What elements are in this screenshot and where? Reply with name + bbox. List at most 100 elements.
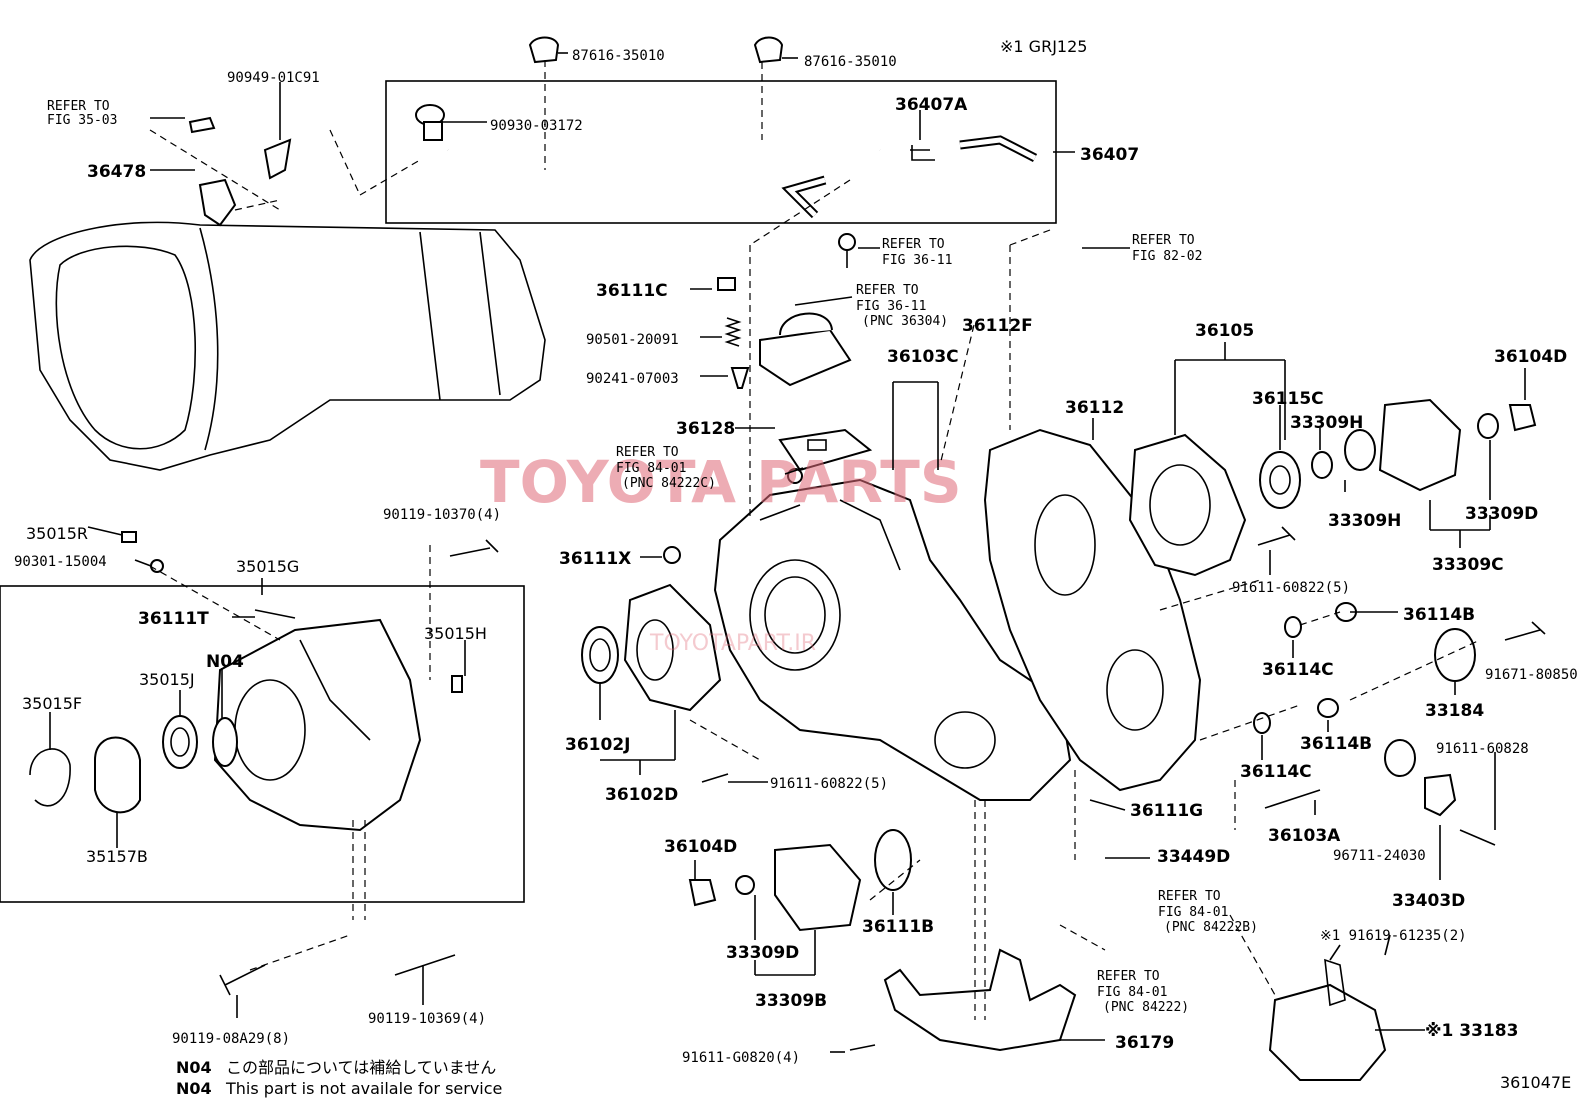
label-p22: 90119-10370(4) — [383, 507, 501, 523]
label-p12: 36103C — [887, 347, 959, 367]
extension-housing — [213, 618, 422, 832]
label-p40: 91611-60822(5) — [770, 776, 888, 792]
note-text-2: This part is not availale for service — [225, 1079, 502, 1098]
label-p56: 91611-G0820(4) — [682, 1050, 800, 1066]
detent-cover — [759, 312, 873, 472]
bracket-36478 — [188, 116, 292, 227]
watermark-subtext: TOYOTAPART.IR — [649, 631, 816, 656]
label-p26: 36111X — [559, 549, 631, 569]
label-p21: 33309C — [1432, 555, 1504, 575]
label-refer-8202-b: FIG 82-02 — [1132, 249, 1202, 264]
rear-cover-36105 — [1128, 433, 1247, 577]
label-p31: 35015J — [139, 670, 195, 689]
label-p13: 36105 — [1195, 321, 1254, 341]
seal-36102j — [581, 626, 619, 684]
watermark-text: TOYOTA PARTS — [480, 448, 962, 516]
label-p41: 36114B — [1300, 734, 1372, 754]
flange-33309 — [1311, 398, 1537, 492]
clip-icon — [528, 36, 784, 64]
label-p6: 36407 — [1080, 145, 1139, 165]
label-p10: 90241-07003 — [586, 371, 679, 387]
label-p30: N04 — [206, 652, 244, 672]
label-p43: 91611-60828 — [1436, 741, 1529, 757]
label-p27: 91611-60822(5) — [1232, 580, 1350, 596]
label-refer-8401b-c: (PNC 84222B) — [1164, 920, 1258, 935]
label-p29: 35015H — [424, 624, 487, 643]
label-refer-8401c-b: FIG 84-01 — [1097, 985, 1167, 1000]
label-refer-8401a-c: (PNC 84222C) — [622, 476, 716, 491]
small-parts-left — [121, 531, 681, 693]
label-p46: 96711-24030 — [1333, 848, 1426, 864]
label-refer-8401c-a: REFER TO — [1097, 969, 1160, 984]
label-p53: ※1 91619-61235(2) — [1320, 928, 1467, 944]
label-p45: 36103A — [1268, 826, 1341, 846]
label-p2: 87616-35010 — [804, 54, 897, 70]
label-refer-3611a-b: FIG 36-11 — [882, 253, 952, 268]
label-p16: 36112 — [1065, 398, 1124, 418]
transmission-housing — [29, 221, 546, 471]
label-p15: 36128 — [676, 419, 735, 439]
transfer-case-front — [713, 478, 1072, 801]
label-refer-3611b-b: FIG 36-11 — [856, 299, 926, 314]
label-p23: 35015R — [26, 524, 88, 543]
label-p58: ※1 33183 — [1425, 1021, 1518, 1041]
label-p36: 91671-80850 — [1485, 667, 1578, 683]
label-p42: 36114C — [1240, 762, 1312, 782]
label-p1: 87616-35010 — [572, 48, 665, 64]
label-p32: 35015F — [22, 694, 82, 713]
diagram-id: 361047E — [1500, 1073, 1571, 1092]
label-p24: 90301-15004 — [14, 554, 107, 570]
detent-spring — [717, 277, 750, 389]
breather-hose — [415, 104, 1038, 219]
label-p19: 33309H — [1328, 511, 1401, 531]
seal-35015j — [162, 715, 238, 769]
label-p50: 33309D — [726, 943, 799, 963]
dust-cover-35157b — [94, 736, 141, 814]
bolt-icon — [219, 233, 1546, 1051]
note-code-2: N04 — [176, 1079, 212, 1098]
part-labels: 87616-35010 87616-35010 ※1 GRJ125 90949-… — [14, 37, 1578, 1098]
label-p35: 36114C — [1262, 660, 1334, 680]
label-refer-8401a-a: REFER TO — [616, 445, 679, 460]
label-p7: 36478 — [87, 162, 146, 182]
label-p3: 90949-01C91 — [227, 70, 320, 86]
label-refer-8401b-b: FIG 84-01 — [1158, 905, 1228, 920]
label-p54: 90119-08A29(8) — [172, 1031, 290, 1047]
snap-ring-35015f — [29, 748, 71, 807]
label-p37: 33184 — [1425, 701, 1484, 721]
label-p18: 33309H — [1290, 413, 1363, 433]
label-p39: 36102D — [605, 785, 678, 805]
label-p48: 33449D — [1157, 847, 1230, 867]
label-refer-3611a-a: REFER TO — [882, 237, 945, 252]
insulator-33183 — [1268, 958, 1387, 1081]
label-p52: 33309B — [755, 991, 827, 1011]
front-adapter-36102d — [623, 583, 722, 712]
ring-36114c — [1253, 602, 1357, 734]
label-p25: 35015G — [236, 557, 299, 576]
label-p57: 36179 — [1115, 1033, 1174, 1053]
label-p49: 33403D — [1392, 891, 1465, 911]
label-p44: 36111G — [1130, 801, 1203, 821]
label-refer-8401c-c: (PNC 84222) — [1103, 1000, 1189, 1015]
label-refer-3503-a: REFER TO — [47, 99, 110, 114]
label-p11: 36112F — [962, 316, 1033, 336]
label-p51: 36111B — [862, 917, 934, 937]
leader-lines — [49, 52, 1526, 1053]
cap-33184 — [1434, 628, 1476, 682]
label-p17: 36115C — [1252, 389, 1324, 409]
label-refer-3503-b: FIG 35-03 — [47, 113, 117, 128]
label-refer-8401a-b: FIG 84-01 — [616, 461, 686, 476]
label-p20: 33309D — [1465, 504, 1538, 524]
label-refer-3611b-c: (PNC 36304) — [862, 314, 948, 329]
bearing-36115c — [1259, 451, 1301, 509]
label-refer-8202-a: REFER TO — [1132, 233, 1195, 248]
label-refer-3611b-a: REFER TO — [856, 283, 919, 298]
label-p33: 35157B — [86, 847, 148, 866]
label-p14: 36104D — [1494, 347, 1567, 367]
label-p5: 36407A — [895, 95, 968, 115]
label-p28: 36111T — [138, 609, 209, 629]
label-p34: 36114B — [1403, 605, 1475, 625]
label-grj: ※1 GRJ125 — [1000, 37, 1087, 56]
